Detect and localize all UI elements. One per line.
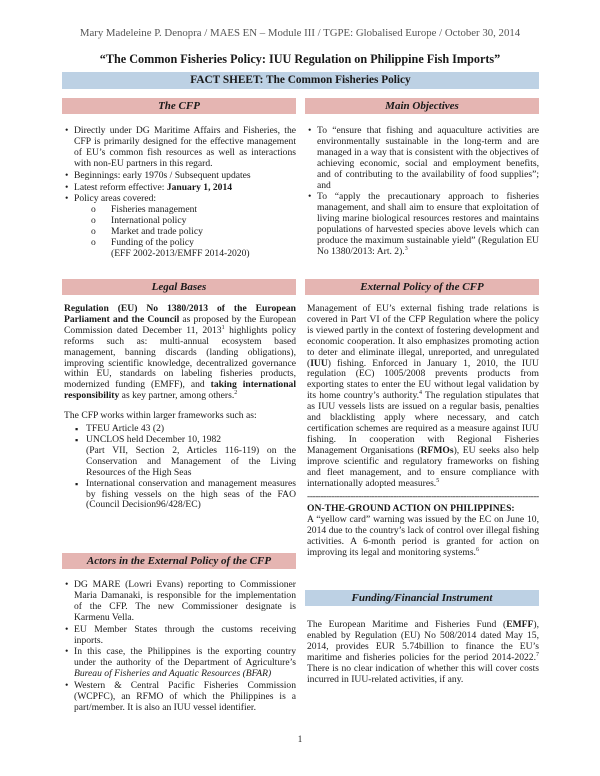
list-item: In this case, the Philippines is the exp… (65, 647, 296, 680)
ground-action-heading: ON-THE-GROUND ACTION ON PHILIPPINES: (307, 503, 515, 515)
frameworks-intro: The CFP works within larger frameworks s… (64, 410, 257, 422)
legal-paragraph: Regulation (EU) No 1380/2013 of the Euro… (64, 303, 297, 402)
fact-sheet-banner: FACT SHEET: The Common Fisheries Policy (62, 72, 539, 89)
document-title: “The Common Fisheries Policy: IUU Regula… (99, 52, 501, 66)
section-heading-cfp: The CFP (62, 98, 296, 114)
list-item: Western & Central Pacific Fisheries Comm… (65, 680, 296, 714)
funding-note: (EFF 2002-2013/EMFF 2014-2020) (111, 247, 250, 259)
legal-section: Regulation (EU) No 1380/2013 of the Euro… (64, 303, 297, 512)
list-item: Latest reform effective: January 1, 2014 (65, 182, 296, 194)
funding-paragraph: The European Maritime and Fisheries Fund… (307, 619, 539, 685)
section-heading-objectives: Main Objectives (305, 98, 539, 114)
section-heading-legal: Legal Bases (62, 279, 296, 295)
ground-action-text: A “yellow card” warning was issued by th… (307, 514, 539, 558)
list-item: To “apply the precautionary approach to … (308, 192, 539, 257)
framework-item: International conservation and managemen… (75, 478, 296, 512)
section-heading-funding: Funding/Financial Instrument (305, 590, 539, 606)
funding-section: The European Maritime and Fisheries Fund… (307, 619, 539, 685)
actors-section: DG MARE (Lowri Evans) reporting to Commi… (64, 579, 296, 715)
section-heading-actors: Actors in the External Policy of the CFP (62, 553, 296, 569)
list-item: Beginnings: early 1970s / Subsequent upd… (65, 170, 296, 182)
policy-area: Fisheries management (91, 204, 296, 216)
policy-area: Market and trade policy (91, 226, 296, 238)
running-header: Mary Madeleine P. Denopra / MAES EN – Mo… (79, 27, 521, 39)
objectives-section: To “ensure that fishing and aquaculture … (307, 125, 539, 259)
page-number: 1 (297, 734, 303, 744)
framework-item: UNCLOS held December 10, 1982(Part VII, … (75, 434, 296, 479)
list-item: EU Member States through the customs rec… (65, 624, 296, 647)
policy-area: International policy (91, 215, 296, 227)
list-item: Policy areas covered: Fisheries manageme… (65, 193, 296, 259)
list-item: DG MARE (Lowri Evans) reporting to Commi… (65, 579, 296, 624)
section-heading-external: External Policy of the CFP (305, 279, 539, 295)
list-item: To “ensure that fishing and aquaculture … (308, 125, 539, 191)
list-item: Directly under DG Maritime Affairs and F… (65, 125, 296, 170)
external-section: Management of EU’s external fishing trad… (307, 303, 539, 559)
divider: ----------------------------------------… (307, 492, 539, 503)
external-paragraph: Management of EU’s external fishing trad… (307, 303, 539, 489)
cfp-section: Directly under DG Maritime Affairs and F… (64, 125, 296, 261)
framework-item: TFEU Article 43 (2) (75, 423, 296, 435)
policy-area: Funding of the policy (91, 237, 296, 249)
